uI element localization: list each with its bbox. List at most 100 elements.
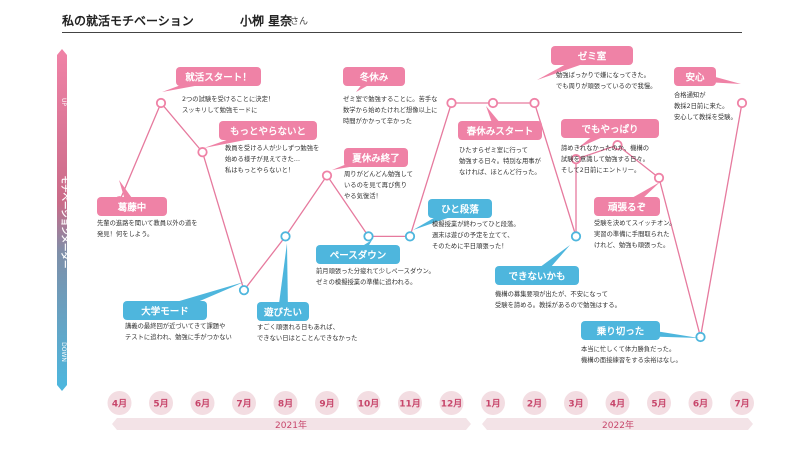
callout-label: 大学モード — [141, 306, 189, 318]
callout-label: 葛藤中 — [117, 202, 147, 214]
callout-badge — [257, 302, 309, 321]
month-tick: 5月 — [149, 391, 173, 415]
callout-text-line: 機構の面接練習をする余裕はなし。 — [581, 355, 682, 364]
callout-text-line: 前月頑張った分疲れて少しペースダウン。 — [316, 266, 435, 275]
annotation-callout: ひと段落模擬授業が終わってひと段落。週末は遊びの予定を立てて、そのために平日頑張… — [413, 199, 520, 250]
callout-badge — [495, 266, 579, 285]
callout-text-line: でも周りが頑張っているので我慢。 — [556, 81, 656, 90]
callout-text-line: テストに追われ、勉強に手がつかない — [125, 332, 232, 341]
month-circle — [315, 391, 339, 415]
callout-label: でもやっぱり — [581, 124, 638, 136]
callout-badge — [581, 321, 660, 340]
month-label: 5月 — [651, 399, 666, 410]
callout-text-line: ゼミの模擬授業の準備に追われる。 — [316, 277, 416, 286]
month-circle — [439, 391, 464, 415]
callout-badge — [123, 301, 207, 320]
callout-text-line: 模擬授業が終わってひと段落。 — [432, 219, 520, 228]
meter-bar — [57, 55, 67, 385]
callout-label: 夏休み終了 — [351, 153, 400, 165]
callout-text-line: 合格通知が — [674, 90, 706, 99]
callout-label: 乗り切った — [597, 326, 645, 338]
callout-badge — [551, 46, 633, 65]
month-circle — [605, 391, 630, 415]
month-label: 8月 — [278, 399, 293, 410]
month-label: 4月 — [112, 399, 127, 410]
callout-badge — [219, 121, 317, 140]
callout-badge — [343, 67, 405, 86]
meter-arrow-down — [57, 385, 67, 391]
callout-text-line: 機構の募集要項が出たが、不安になって — [495, 289, 608, 298]
month-tick: 8月 — [273, 391, 298, 415]
motivation-point — [695, 331, 706, 343]
month-label: 1月 — [485, 399, 500, 410]
year-band-2022 — [482, 418, 753, 430]
annotation-callout: もっとやらないと教員を受ける人が少しずつ勉強を始める様子が見えてきた…私はもっと… — [204, 121, 319, 174]
month-tick: 7月 — [730, 391, 754, 415]
annotation-callout: ペースダウン前月頑張った分疲れて少しペースダウン。ゼミの模擬授業の準備に追われる… — [316, 240, 435, 286]
month-label: 9月 — [319, 399, 334, 410]
month-tick: 2月 — [522, 391, 547, 415]
motivation-point — [363, 231, 374, 242]
motivation-point — [238, 285, 250, 296]
annotation-callout: 就活スタート！2つの試験を受けることに決定！スッキリして勉強モードに — [162, 67, 274, 114]
year-band-2021 — [112, 418, 471, 430]
callout-text-line: 先輩の進路を聞いて教員以外の道を — [97, 218, 198, 227]
callout-label: もっとやらないと — [230, 127, 306, 138]
callout-text-line: けれど、勉強も頑張った。 — [594, 240, 669, 249]
month-tick: 4月 — [605, 391, 630, 415]
callout-pointer — [278, 243, 288, 312]
callout-text-line: 教採2日前に来た。 — [674, 101, 728, 110]
month-label: 5月 — [153, 399, 168, 410]
year-label-2021: 2021年 — [275, 419, 307, 431]
month-tick: 7月 — [232, 391, 256, 415]
motivation-point — [321, 170, 333, 181]
callout-text-line: やる気復活！ — [344, 191, 382, 200]
annotation-callout: 冬休みゼミ室で勉強することに。苦手な数学から始めたけれど想像以上に時間がかかって… — [343, 67, 437, 125]
meter-label: モチベーションメーター — [59, 175, 70, 268]
callout-text-line: 勉強する日々。特別な用事が — [459, 156, 542, 165]
callout-text-line: 教員を受ける人が少しずつ勉強を — [225, 143, 319, 152]
month-circle — [232, 391, 256, 415]
callout-text-line: 安心して教採を受験。 — [674, 112, 737, 121]
callout-text-line: ひたすらゼミ室に行って — [459, 145, 528, 154]
callout-text-line: ゼミ室で勉強することに。苦手な — [343, 94, 437, 103]
callout-text-line: 勉強ばっかりで嫌になってきた。 — [556, 70, 650, 79]
motivation-point — [197, 147, 208, 158]
month-circle — [273, 391, 298, 415]
callout-label: 遊びたい — [264, 307, 302, 319]
callout-text-line: スッキリして勉強モードに — [182, 105, 257, 114]
month-circle — [522, 391, 547, 415]
month-label: 2月 — [527, 399, 542, 410]
motivation-point — [280, 231, 291, 242]
month-label: 11月 — [399, 399, 421, 410]
motivation-point — [570, 154, 582, 165]
callout-label: ひと段落 — [441, 204, 479, 216]
month-tick: 3月 — [564, 391, 588, 415]
motivation-point — [736, 97, 748, 109]
person-name: 小栁 星奈 — [240, 14, 293, 28]
callout-badge — [344, 148, 408, 167]
callout-text-line: 発見！何をしよう。 — [97, 229, 153, 238]
month-tick: 5月 — [647, 391, 671, 415]
month-circle — [564, 391, 588, 415]
month-circle — [398, 391, 422, 415]
year-label-2022: 2022年 — [602, 419, 634, 431]
annotation-callout: できないかも機構の募集要項が出たが、不安になって受験を諦める。教採があるので勉強… — [495, 245, 621, 309]
callout-badge — [316, 245, 400, 264]
callout-text-line: 実習の準備に手間取られた — [594, 229, 670, 238]
callout-badge — [176, 67, 261, 86]
motivation-point — [612, 140, 623, 151]
callout-text-line: そのために平日頑張った！ — [432, 242, 508, 250]
callout-text-line: 試験を意識して勉強する日々。 — [561, 154, 649, 163]
callout-badge — [674, 67, 716, 86]
callout-label: ゼミ室 — [578, 51, 607, 63]
annotation-callout: 春休みスタートひたすらゼミ室に行って勉強する日々。特別な用事がなければ、ほとんど… — [458, 106, 542, 176]
callout-label: ペースダウン — [330, 250, 387, 262]
